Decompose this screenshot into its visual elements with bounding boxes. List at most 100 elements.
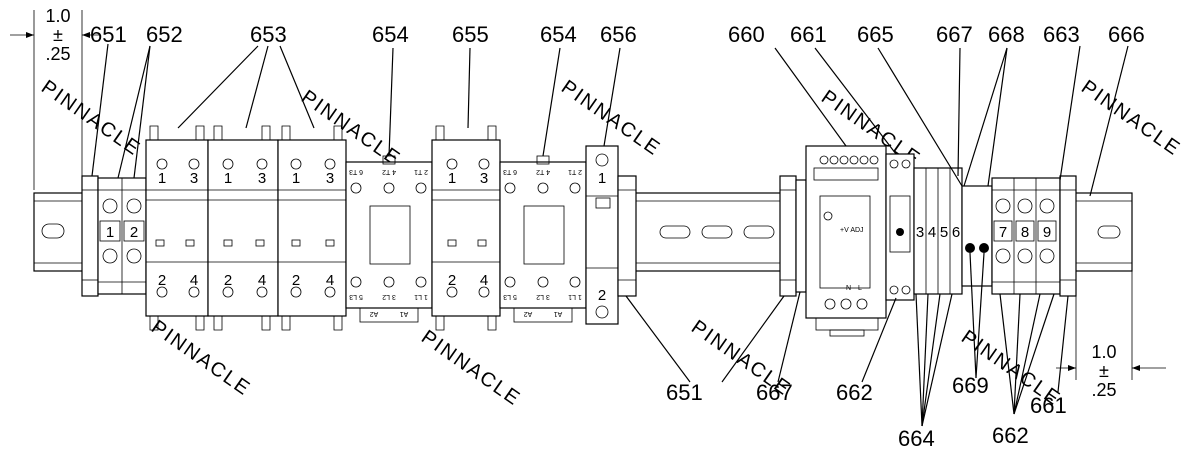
contactor-1: 6 T3 4 T2 2 T1 5 L3 3 L2 1 L1 A2 A1 bbox=[345, 155, 433, 323]
svg-text:1.0: 1.0 bbox=[45, 6, 70, 26]
relay-module bbox=[885, 153, 915, 301]
svg-text:A2: A2 bbox=[524, 310, 533, 317]
callout-662-right: 662 bbox=[992, 423, 1029, 448]
callout-651-bottom: 651 bbox=[666, 380, 703, 405]
svg-text:PINNACLE: PINNACLE bbox=[1077, 76, 1185, 161]
terminal-number: 1 bbox=[292, 170, 300, 187]
leader-lines bbox=[91, 43, 1129, 427]
jumper-bar bbox=[961, 185, 993, 287]
svg-text:PINNACLE: PINNACLE bbox=[147, 316, 255, 401]
terminal-number: 1 bbox=[448, 170, 456, 187]
callout-663: 663 bbox=[1043, 22, 1080, 47]
terminal-number: 4 bbox=[258, 272, 266, 289]
svg-text:±: ± bbox=[1099, 361, 1109, 381]
svg-text:A1: A1 bbox=[400, 310, 409, 317]
svg-text:+V ADJ: +V ADJ bbox=[840, 227, 864, 234]
svg-text:4 T2: 4 T2 bbox=[536, 168, 550, 175]
svg-text:1 L1: 1 L1 bbox=[568, 293, 582, 300]
callout-662-bottom: 662 bbox=[836, 380, 873, 405]
svg-text:.25: .25 bbox=[45, 44, 70, 64]
terminal-block-right: 7 8 9 bbox=[991, 177, 1061, 295]
terminal-number: 2 bbox=[224, 272, 232, 289]
callout-669: 669 bbox=[952, 373, 989, 398]
power-supply: +V ADJ N L bbox=[805, 145, 887, 337]
callout-652: 652 bbox=[146, 22, 183, 47]
terminal-number: 8 bbox=[1021, 224, 1029, 241]
overload-relay: 1 3 2 4 bbox=[431, 125, 501, 331]
dimension-right: 1.0 ± .25 bbox=[1056, 271, 1166, 400]
svg-text:N: N bbox=[846, 285, 851, 292]
terminal-number: 6 bbox=[952, 224, 960, 241]
terminal-number: 1 bbox=[598, 170, 606, 187]
rail-slot bbox=[1097, 225, 1121, 239]
svg-text:5 L3: 5 L3 bbox=[349, 293, 363, 300]
terminal-number: 5 bbox=[940, 224, 948, 241]
terminal-number: 2 bbox=[158, 272, 166, 289]
terminal-number: 2 bbox=[448, 272, 456, 289]
callout-666: 666 bbox=[1108, 22, 1145, 47]
svg-text:PINNACLE: PINNACLE bbox=[37, 76, 145, 161]
svg-text:4 T2: 4 T2 bbox=[382, 168, 396, 175]
svg-text:PINNACLE: PINNACLE bbox=[417, 326, 525, 411]
terminal-number: 4 bbox=[928, 224, 936, 241]
svg-text:1 L1: 1 L1 bbox=[414, 293, 428, 300]
terminal-number: 1 bbox=[224, 170, 232, 187]
circuit-breaker-3: 1 3 2 4 bbox=[277, 125, 347, 331]
svg-text:2 T1: 2 T1 bbox=[414, 168, 428, 175]
end-anchor-far-right bbox=[1059, 175, 1077, 297]
svg-text:A1: A1 bbox=[554, 310, 563, 317]
fuse-holder: 1 2 bbox=[585, 145, 619, 325]
terminal-number: 3 bbox=[258, 170, 266, 187]
svg-text:±: ± bbox=[53, 25, 63, 45]
dimension-left: 1.0 ± .25 bbox=[10, 6, 100, 190]
end-anchor-right-group bbox=[779, 175, 807, 297]
terminal-number: 4 bbox=[190, 272, 198, 289]
callout-665: 665 bbox=[857, 22, 894, 47]
callout-655: 655 bbox=[452, 22, 489, 47]
svg-text:3 L2: 3 L2 bbox=[536, 293, 550, 300]
terminal-number: 3 bbox=[916, 224, 924, 241]
terminal-number: 4 bbox=[326, 272, 334, 289]
callout-668: 668 bbox=[988, 22, 1025, 47]
terminal-number: 1 bbox=[106, 224, 114, 241]
terminal-number: 3 bbox=[326, 170, 334, 187]
terminal-number: 2 bbox=[130, 224, 138, 241]
terminal-number: 1 bbox=[158, 170, 166, 187]
terminal-block-middle: 3 4 5 6 bbox=[913, 167, 963, 295]
rail-slot bbox=[41, 223, 65, 239]
svg-text:3 L2: 3 L2 bbox=[382, 293, 396, 300]
rail-slot bbox=[659, 225, 691, 239]
svg-text:2 T1: 2 T1 bbox=[568, 168, 582, 175]
svg-text:.25: .25 bbox=[1091, 380, 1116, 400]
end-anchor-mid bbox=[617, 175, 637, 297]
callout-667-top: 667 bbox=[936, 22, 973, 47]
callout-656: 656 bbox=[600, 22, 637, 47]
terminal-number: 7 bbox=[999, 224, 1007, 241]
terminal-number: 4 bbox=[480, 272, 488, 289]
callout-labels: 651 652 653 654 655 654 656 660 661 665 … bbox=[90, 22, 1145, 451]
callout-651-top: 651 bbox=[90, 22, 127, 47]
callout-660: 660 bbox=[728, 22, 765, 47]
svg-text:A2: A2 bbox=[370, 310, 379, 317]
callout-661-top: 661 bbox=[790, 22, 827, 47]
terminal-number: 3 bbox=[480, 170, 488, 187]
callout-654-a: 654 bbox=[372, 22, 409, 47]
terminal-number: 3 bbox=[190, 170, 198, 187]
terminal-number: 2 bbox=[598, 287, 606, 304]
svg-text:5 L3: 5 L3 bbox=[503, 293, 517, 300]
callout-661-bottom: 661 bbox=[1030, 393, 1067, 418]
left-end-anchor bbox=[81, 175, 99, 297]
contactor-2: 6 T3 4 T2 2 T1 5 L3 3 L2 1 L1 A2 A1 bbox=[499, 155, 587, 323]
circuit-breaker-1: 1 3 2 4 bbox=[145, 125, 209, 331]
svg-text:6 T3: 6 T3 bbox=[503, 168, 517, 175]
svg-text:L: L bbox=[858, 285, 862, 292]
rail-slot bbox=[743, 225, 775, 239]
callout-653: 653 bbox=[250, 22, 287, 47]
terminal-number: 2 bbox=[292, 272, 300, 289]
callout-664: 664 bbox=[898, 426, 935, 451]
callout-654-b: 654 bbox=[540, 22, 577, 47]
terminal-block-left: 1 2 bbox=[97, 177, 147, 295]
circuit-breaker-2: 1 3 2 4 bbox=[207, 125, 279, 331]
